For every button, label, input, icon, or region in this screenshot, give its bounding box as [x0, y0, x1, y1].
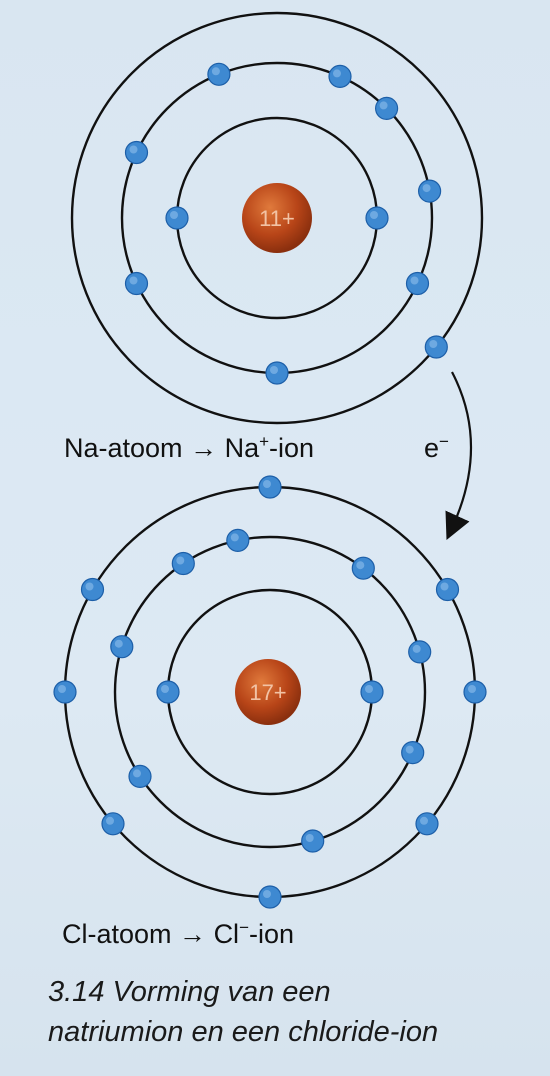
sodium-electron-highlight	[170, 211, 178, 219]
sodium-nucleus	[242, 183, 312, 253]
sodium-atom-label: Na-atoom	[64, 433, 183, 463]
sodium-electron-shell2-1	[328, 64, 352, 89]
chlorine-electron-highlight	[405, 745, 414, 754]
sodium-electron-shell2-8	[375, 96, 399, 121]
chlorine-electron-highlight	[420, 816, 428, 825]
chlorine-electron-shell3-8	[435, 577, 460, 602]
chlorine-electron-highlight	[468, 685, 476, 693]
chlorine-electron-shell3-6	[415, 812, 439, 836]
sodium-electron-highlight	[270, 366, 278, 374]
chlorine-electron-shell2-4	[301, 829, 325, 853]
arrow-symbol: →	[179, 919, 207, 949]
chlorine-electron-shell2-5	[128, 764, 152, 789]
sodium-electron-highlight	[410, 276, 419, 285]
chlorine-electron-highlight	[365, 685, 373, 693]
sodium-electron-shell2-7	[207, 62, 231, 86]
sodium-electron-shell2-2	[418, 179, 442, 203]
chlorine-electron-shell3-3	[53, 680, 77, 704]
sodium-electron-shell3-1	[424, 335, 448, 359]
chlorine-electron-highlight	[106, 816, 114, 825]
sodium-electron-highlight	[333, 69, 341, 78]
chlorine-electron-highlight	[58, 685, 66, 693]
sodium-electron-highlight	[379, 101, 388, 110]
sodium-electron-highlight	[370, 211, 378, 219]
figure-caption-line-1: 3.14 Vorming van een	[48, 976, 331, 1008]
chloride-ion-label: Cl−-ion	[213, 918, 295, 949]
chlorine-electron-highlight	[412, 644, 421, 653]
chlorine-electron-shell1-2	[156, 680, 180, 704]
chlorine-atom: 17+	[53, 475, 487, 909]
chlorine-electron-shell1-1	[360, 680, 384, 704]
chlorine-electron-highlight	[440, 582, 449, 591]
sodium-electron-highlight	[129, 276, 138, 285]
chlorine-electron-highlight	[176, 556, 185, 565]
sodium-electron-shell2-4	[265, 361, 289, 385]
sodium-ion-label: Na+-ion	[224, 432, 315, 463]
chlorine-electron-highlight	[161, 685, 169, 693]
chlorine-electron-highlight	[305, 834, 314, 842]
chlorine-electrons	[53, 475, 487, 909]
sodium-nucleus-label: 11+	[259, 206, 295, 231]
sodium-caption: Na-atoom → Na+-ion	[64, 432, 314, 464]
chlorine-electron-shell3-1	[258, 475, 282, 499]
sodium-electron-shell1-1	[365, 206, 389, 230]
chlorine-electron-shell2-2	[408, 640, 432, 664]
chlorine-electron-highlight	[263, 890, 271, 898]
chlorine-electron-shell2-8	[226, 528, 250, 553]
chlorine-electron-shell3-4	[101, 812, 125, 836]
electron-label: e−	[424, 432, 449, 463]
chlorine-electron-highlight	[133, 769, 141, 778]
chlorine-electron-highlight	[263, 480, 271, 488]
figure-caption-line-2: natriumion en een chloride-ion	[48, 1016, 439, 1048]
chlorine-nucleus	[235, 659, 301, 725]
chlorine-electron-shell2-6	[110, 635, 134, 659]
sodium-electrons	[124, 62, 448, 385]
chlorine-electron-highlight	[114, 639, 123, 648]
sodium-electron-shell1-2	[165, 206, 189, 230]
sodium-electron-highlight	[129, 145, 138, 154]
chlorine-caption: Cl-atoom → Cl−-ion	[62, 918, 294, 950]
electron-transfer-arrow	[445, 371, 472, 541]
sodium-electron-highlight	[211, 67, 220, 76]
chlorine-nucleus-label: 17+	[249, 680, 286, 705]
chlorine-electron-shell2-1	[351, 556, 375, 580]
arrow-symbol: →	[190, 433, 218, 463]
sodium-atom: 11+	[70, 11, 484, 425]
chlorine-electron-shell3-2	[80, 577, 105, 602]
chlorine-electron-shell3-5	[258, 885, 282, 909]
figure-caption: 3.14 Vorming van een natriumion en een c…	[48, 972, 528, 1052]
chlorine-electron-highlight	[230, 533, 239, 542]
chlorine-electron-highlight	[356, 561, 365, 570]
chlorine-shell-2	[113, 535, 427, 849]
chlorine-atom-label: Cl-atoom	[62, 919, 172, 949]
sodium-electron-highlight	[422, 184, 431, 193]
chlorine-electron-shell2-3	[401, 740, 425, 765]
sodium-electron-shell2-5	[124, 271, 149, 296]
chlorine-electron-shell3-7	[463, 680, 487, 704]
chlorine-electron-highlight	[85, 582, 94, 591]
sodium-electron-shell2-6	[124, 140, 149, 165]
sodium-electron-shell2-3	[405, 271, 430, 296]
sodium-shell-3	[70, 11, 484, 425]
chlorine-electron-shell2-7	[171, 551, 195, 576]
sodium-electron-highlight	[429, 340, 438, 348]
